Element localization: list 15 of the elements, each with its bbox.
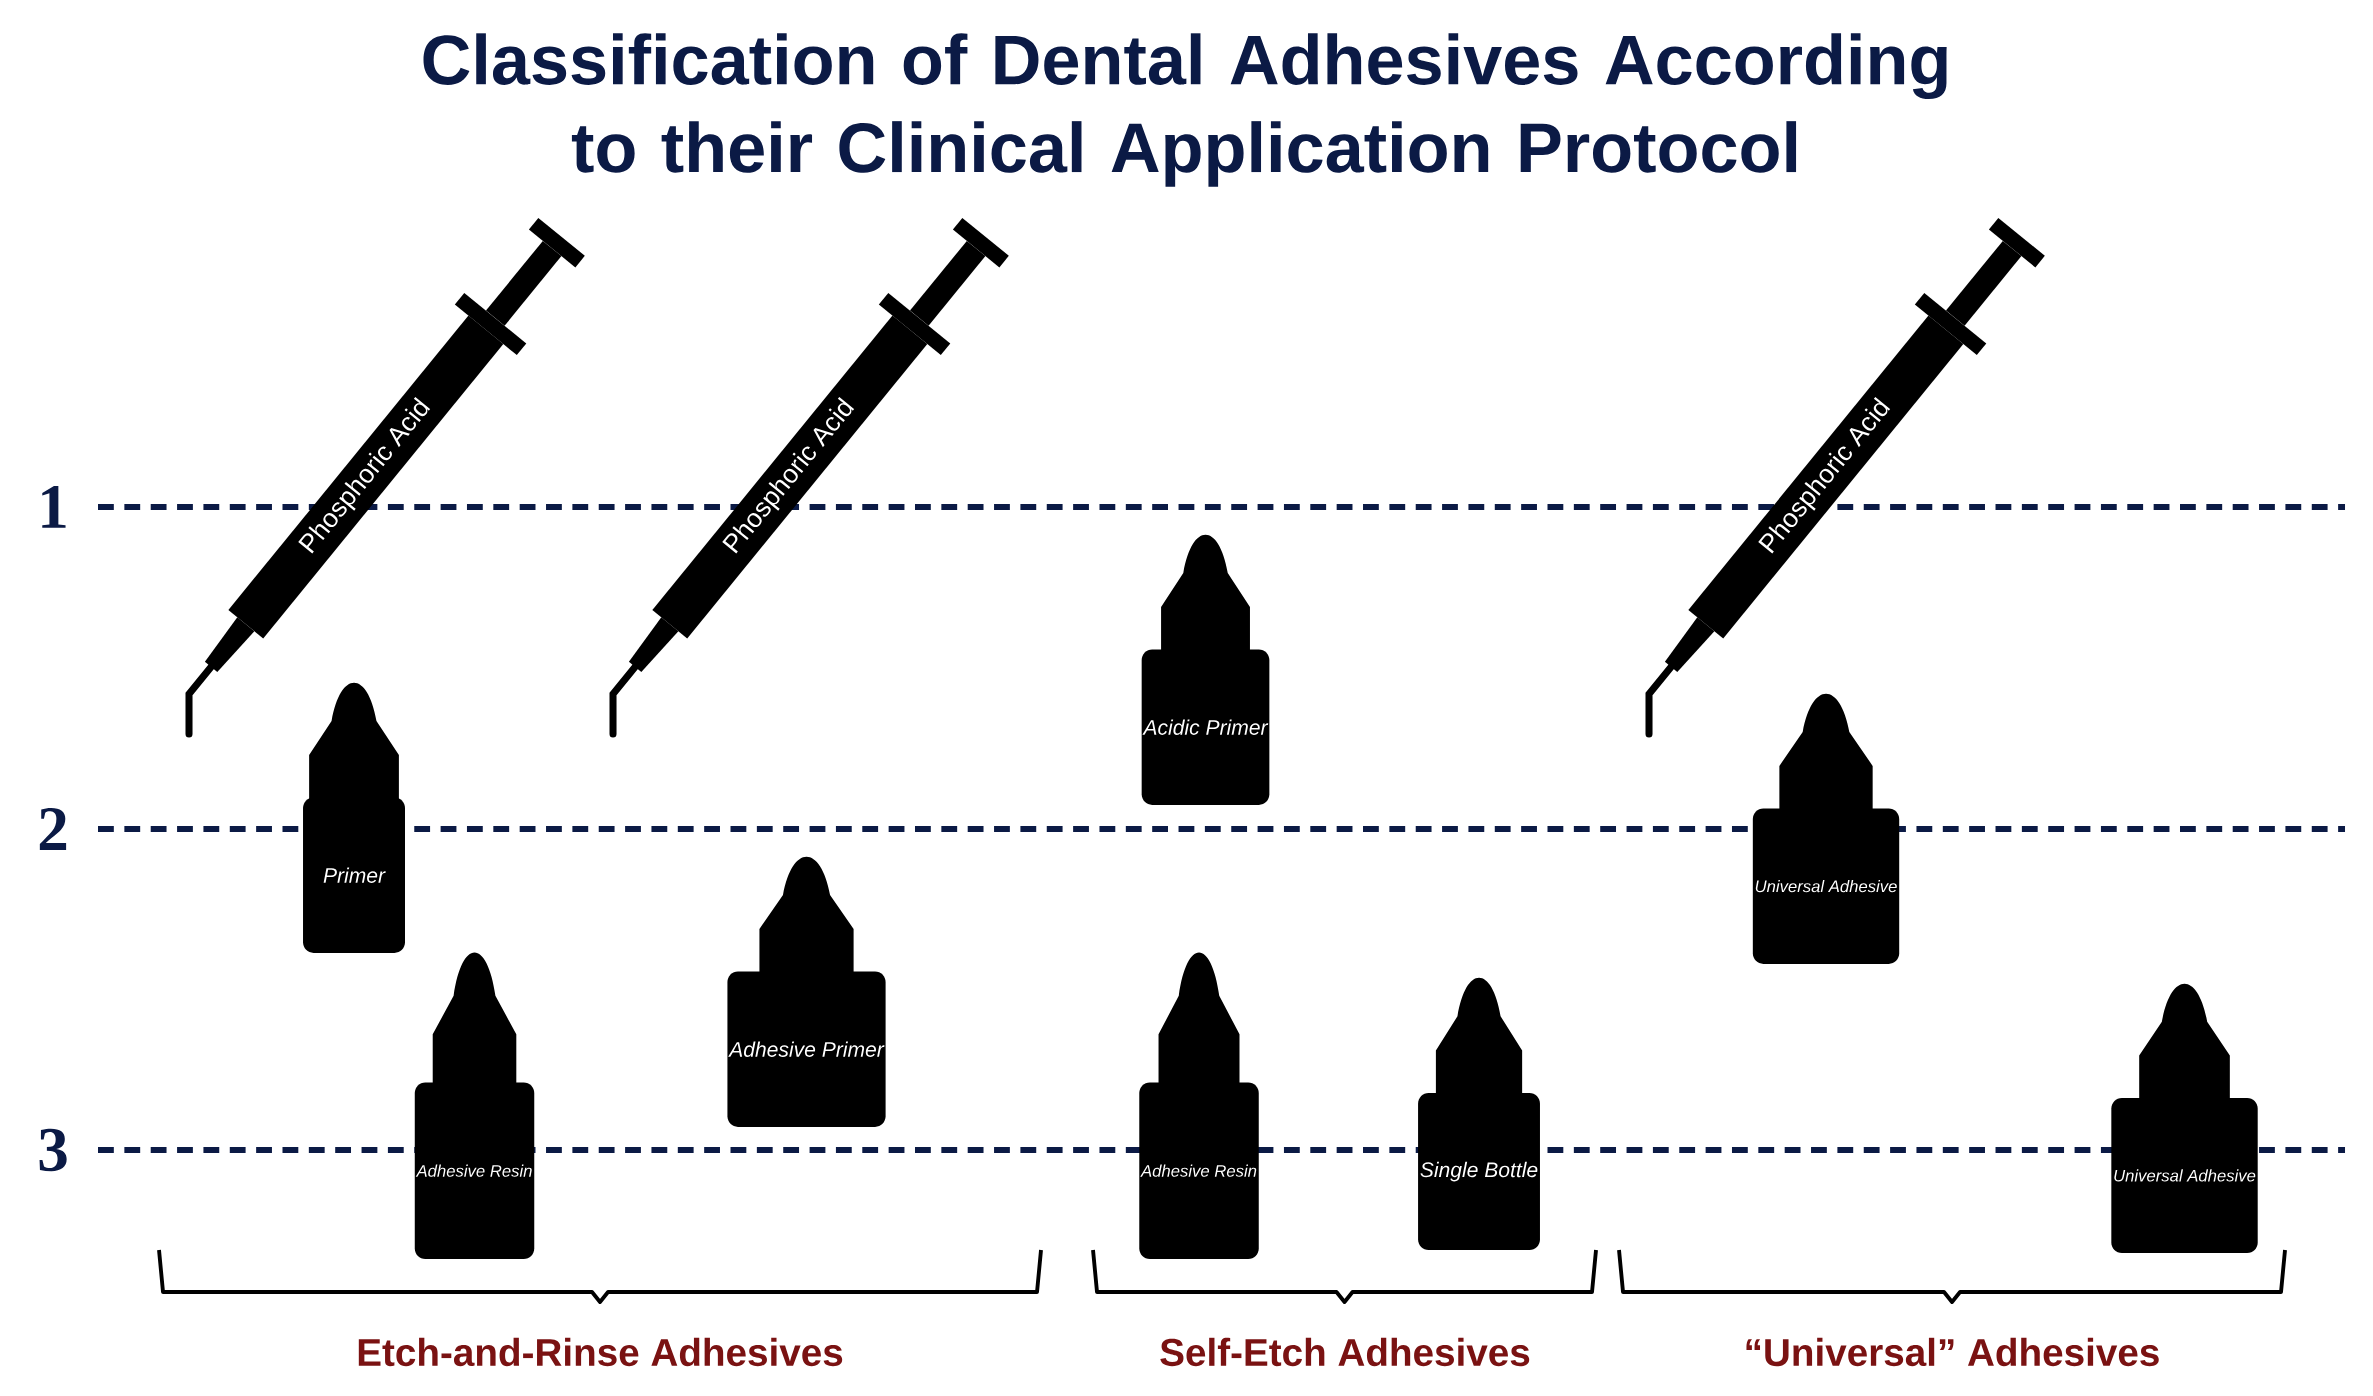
bottle: Universal Adhesive bbox=[2111, 983, 2258, 1253]
group-label: Self-Etch Adhesives bbox=[1160, 1337, 1530, 1367]
bottle: Adhesive Primer bbox=[727, 856, 886, 1127]
title: Classification of Dental Adhesives According to their Clinical Application Protocol bbox=[423, 33, 1947, 187]
bottle: Universal Adhesive bbox=[1752, 693, 1900, 964]
level-number: 3 bbox=[39, 1128, 67, 1172]
bottle: Adhesive Resin bbox=[1139, 952, 1259, 1259]
level-number: 1 bbox=[42, 486, 66, 528]
group-label: Etch-and-Rinse Adhesives bbox=[358, 1337, 843, 1367]
bottle: Acidic Primer bbox=[1141, 534, 1270, 805]
bottle: Adhesive Resin bbox=[414, 952, 535, 1259]
level-number: 2 bbox=[39, 808, 67, 850]
bottle: Primer bbox=[303, 682, 405, 953]
bottle: Single Bottle bbox=[1418, 977, 1540, 1251]
group-label: “Universal” Adhesives bbox=[1746, 1337, 2159, 1367]
